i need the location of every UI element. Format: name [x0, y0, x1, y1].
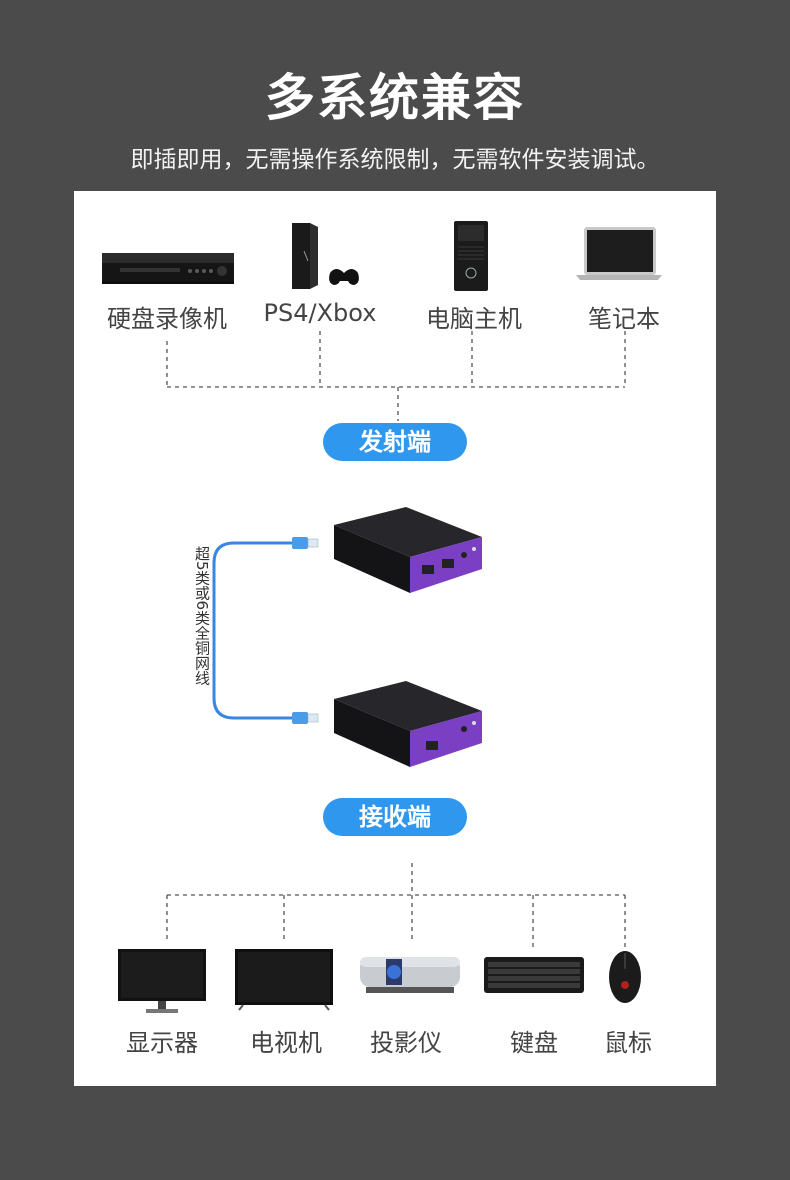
page-title: 多系统兼容 — [265, 69, 525, 127]
transmitter-badge: 发射端 — [323, 423, 467, 461]
mouse-icon — [609, 951, 641, 1003]
output-label-tv: 电视机 — [250, 1029, 322, 1057]
source-label-laptop: 笔记本 — [588, 305, 660, 333]
output-label-monitor: 显示器 — [126, 1029, 198, 1057]
output-label-projector: 投影仪 — [370, 1029, 442, 1057]
desktop-tower-icon — [454, 221, 488, 291]
keyboard-icon — [484, 957, 584, 993]
diagram-panel: 硬盘录像机 PS4/Xbox 电脑主机 笔记本 发射端 超5类或6类全铜网线 接… — [74, 191, 716, 1086]
network-cable — [212, 541, 292, 720]
receiver-device-icon — [334, 681, 482, 767]
rj45-connector-top — [292, 537, 319, 549]
transmitter-device-icon — [334, 507, 482, 593]
source-label-desktop: 电脑主机 — [426, 305, 522, 333]
game-console-icon — [292, 223, 359, 289]
output-label-mouse: 鼠标 — [604, 1029, 652, 1057]
laptop-icon — [576, 227, 662, 280]
source-label-dvr: 硬盘录像机 — [107, 305, 227, 333]
source-label-console: PS4/Xbox — [263, 299, 377, 327]
projector-icon — [360, 957, 460, 993]
receiver-badge: 接收端 — [323, 798, 467, 836]
dvr-icon — [102, 253, 234, 284]
connector-lines — [166, 331, 626, 951]
output-label-keyboard: 键盘 — [510, 1029, 558, 1057]
rj45-connector-bottom — [292, 712, 319, 724]
tv-icon — [235, 949, 333, 1011]
page-subtitle: 即插即用，无需操作系统限制，无需软件安装调试。 — [130, 147, 660, 173]
monitor-icon — [118, 949, 206, 1013]
cable-label: 超5类或6类全铜网线 — [193, 546, 211, 686]
